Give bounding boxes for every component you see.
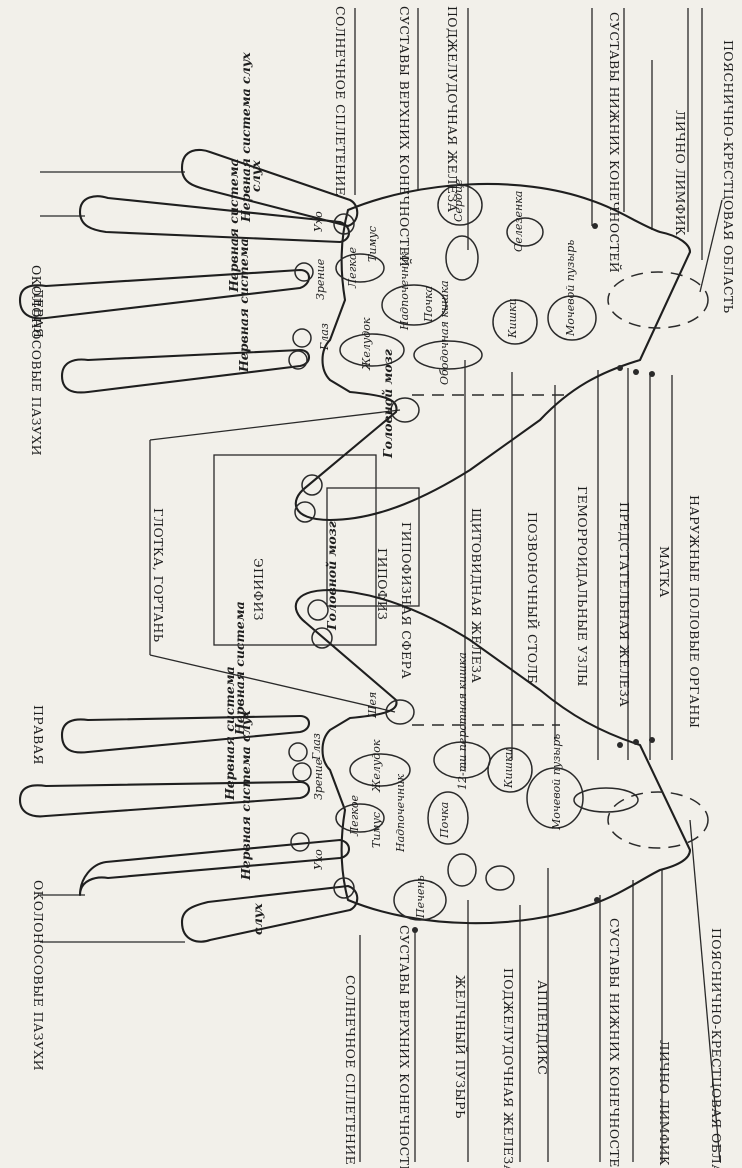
label-solar-plexus-right: СОЛНЕЧНОЕ СПЛЕТЕНИЕ xyxy=(343,975,358,1165)
finger-nervous-left-2: Нервная система xyxy=(236,238,251,373)
label-solar-plexus-left: СОЛНЕЧНОЕ СПЛЕТЕНИЕ xyxy=(333,6,348,196)
finger-labels: слух Нервная система слух Нервная систем… xyxy=(222,52,395,935)
label-upper-limb-joints-right: СУСТАВЫ ВЕРХНИХ КОНЕЧНОСТЕЙ xyxy=(397,925,413,1168)
finger-eye-left: Глаз xyxy=(318,323,331,351)
organ-thymus-left: Тимус xyxy=(366,226,379,262)
organ-neck-right: Шея xyxy=(366,692,379,719)
organ-adrenal-right: Надпочечник xyxy=(394,774,407,853)
finger-nervous-right-2: Нервная система xyxy=(232,601,247,736)
finger-vision-left: Зрение xyxy=(314,258,327,300)
organ-liver-right: Печень xyxy=(414,875,427,919)
organ-colon-left: Ободочная кишка xyxy=(438,280,451,385)
finger-brain-left: Головной мозг xyxy=(380,349,395,459)
organ-kidney-left: Почка xyxy=(422,286,435,323)
organ-stomach-left: Желудок xyxy=(360,317,373,371)
organ-heart-left: Сердце xyxy=(452,178,465,222)
heading-right: ПРАВАЯ xyxy=(31,705,46,765)
label-throat: ГЛОТКА, ГОРТАНЬ xyxy=(151,508,166,642)
organ-bladder-left: Мочевой пузырь xyxy=(564,240,577,337)
label-lymph-left: ЛИЧНО ЛИМФИК xyxy=(673,110,688,236)
label-pancreas-right: ПОДЖЕЛУДОЧНАЯ ЖЕЛЕЗА xyxy=(501,968,516,1168)
organ-stomach-right: Желудок xyxy=(370,739,383,793)
finger-ear-left: Ухо xyxy=(312,211,325,232)
label-thyroid: ЩИТОВИДНАЯ ЖЕЛЕЗА xyxy=(469,508,484,683)
organ-adrenal-left: Надпочечник xyxy=(398,252,411,331)
label-hypophysis: ГИПОФИЗ xyxy=(375,548,390,620)
label-hemorrhoids: ГЕМОРРОИДАЛЬНЫЕ УЗЛЫ xyxy=(575,486,590,687)
label-prostate: ПРЕДСТАТЕЛЬНАЯ ЖЕЛЕЗА xyxy=(617,502,632,707)
finger-brain-right: Головной мозг xyxy=(324,521,339,631)
left-hand-outline xyxy=(20,150,690,520)
organ-intestine-right: Кишки xyxy=(502,748,515,789)
label-upper-limb-joints-left: СУСТАВЫ ВЕРХНИХ КОНЕЧНОСТЕЙ xyxy=(397,6,413,267)
heading-left: ЛЕВАЯ xyxy=(31,288,46,338)
label-gallbladder-right: ЖЕЛЧНЫЙ ПУЗЫРЬ xyxy=(453,975,469,1119)
organ-bladder-right: Мочевой пузырь xyxy=(550,734,563,831)
label-lymph-right: ЛИЧНО ЛИМФИК xyxy=(657,1040,672,1166)
label-lower-limb-joints-right: СУСТАВЫ НИЖНИХ КОНЕЧНОСТЕЙ xyxy=(607,918,623,1168)
organ-lung-right: Легкое xyxy=(348,795,361,837)
organ-intestine-left: Кишки xyxy=(506,298,519,339)
label-spine: ПОЗВОНОЧНЫЙ СТОЛБ xyxy=(525,512,541,684)
label-external-genitals: НАРУЖНЫЕ ПОЛОВЫЕ ОРГАНЫ xyxy=(687,495,702,728)
label-lumbosacral-right: ПОЯСНИЧНО-КРЕСТЦОВАЯ ОБЛАСТЬ xyxy=(709,928,724,1168)
label-lumbosacral-left: ПОЯСНИЧНО-КРЕСТЦОВАЯ ОБЛАСТЬ xyxy=(721,40,736,313)
finger-eye-right: Глаз xyxy=(310,733,323,761)
organ-thymus-right: Тимус xyxy=(370,812,383,848)
label-epiphysis: ЭПИФИЗ xyxy=(251,558,266,621)
organ-lung-left: Легкое xyxy=(346,247,359,289)
label-uterus: МАТКА xyxy=(657,546,672,598)
label-hypophysis-sphere: ГИПОФИЗНАЯ СФЕРА xyxy=(399,522,414,679)
organ-duodenum-right: 12-ти перстная кишка xyxy=(456,652,469,790)
finger-ear-right: Ухо xyxy=(312,849,325,870)
label-lower-limb-joints-left: СУСТАВЫ НИЖНИХ КОНЕЧНОСТЕЙ xyxy=(607,12,623,273)
label-paranasal-sinuses-right: ОКОЛОНОСОВЫЕ ПАЗУХИ xyxy=(31,880,46,1071)
organ-spleen-left: Селезенка xyxy=(512,191,525,252)
finger-vision-right: Зрение xyxy=(312,758,325,800)
organ-kidney-right: Почка xyxy=(438,802,451,839)
finger-hearing-right: слух xyxy=(250,903,265,935)
